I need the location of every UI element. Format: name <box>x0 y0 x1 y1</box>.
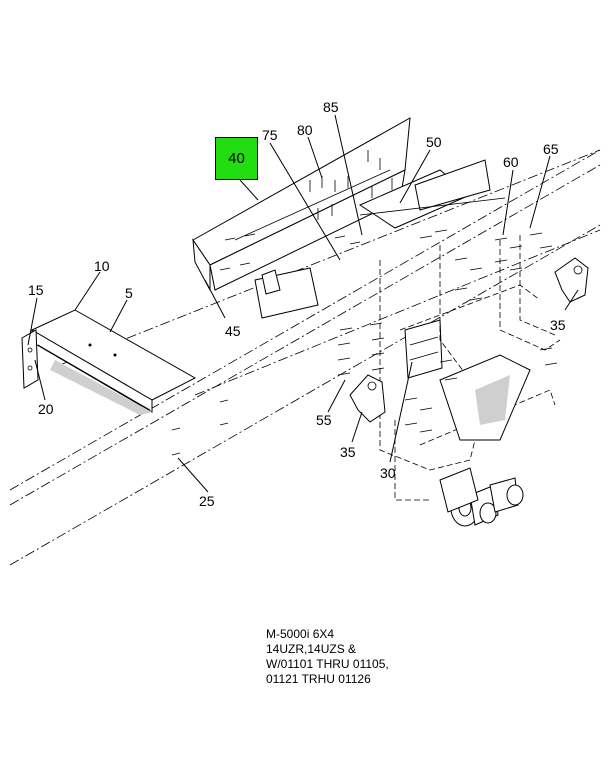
caption-line-3: W/01101 THRU 01105, <box>266 657 389 671</box>
crossmember <box>30 309 197 415</box>
end-bracket <box>21 329 39 389</box>
highlighted-callout-label: 40 <box>228 150 245 167</box>
callout-15: 15 <box>28 282 44 298</box>
callout-80: 80 <box>297 122 313 138</box>
callout-25: 25 <box>199 493 215 509</box>
diagram-caption: M-5000i 6X4 14UZR,14UZS & W/01101 THRU 0… <box>266 627 389 687</box>
callout-50: 50 <box>426 134 442 150</box>
callout-5: 5 <box>125 285 133 301</box>
callout-20: 20 <box>38 401 54 417</box>
highlighted-callout-40[interactable]: 40 <box>215 137 258 180</box>
callout-30: 30 <box>380 465 396 481</box>
shackle-hook-left <box>349 374 386 423</box>
leader-lines <box>27 114 579 493</box>
trunnion-assembly <box>439 354 531 527</box>
upper-bracket <box>358 159 506 229</box>
callout-55: 55 <box>316 412 332 428</box>
callout-35-left: 35 <box>340 444 356 460</box>
callout-60: 60 <box>503 154 519 170</box>
callout-35-right: 35 <box>550 317 566 333</box>
gusset-bracket <box>192 117 411 291</box>
bolt-pattern <box>171 150 558 456</box>
callout-75: 75 <box>262 127 278 143</box>
callout-numbers: 5 10 15 20 25 30 35 35 45 50 55 60 65 75… <box>28 99 566 509</box>
mounting-bracket <box>254 267 319 319</box>
caption-line-2: 14UZR,14UZS & <box>266 642 357 656</box>
caption-line-4: 01121 TRHU 01126 <box>266 672 371 686</box>
caption-line-1: M-5000i 6X4 <box>266 627 335 641</box>
shackle-hook-right <box>554 257 589 303</box>
callout-10: 10 <box>94 258 110 274</box>
center-plate <box>404 319 443 379</box>
callout-85: 85 <box>323 99 339 115</box>
callout-65: 65 <box>543 141 559 157</box>
frame-rails <box>9 149 601 566</box>
callout-45: 45 <box>225 323 241 339</box>
